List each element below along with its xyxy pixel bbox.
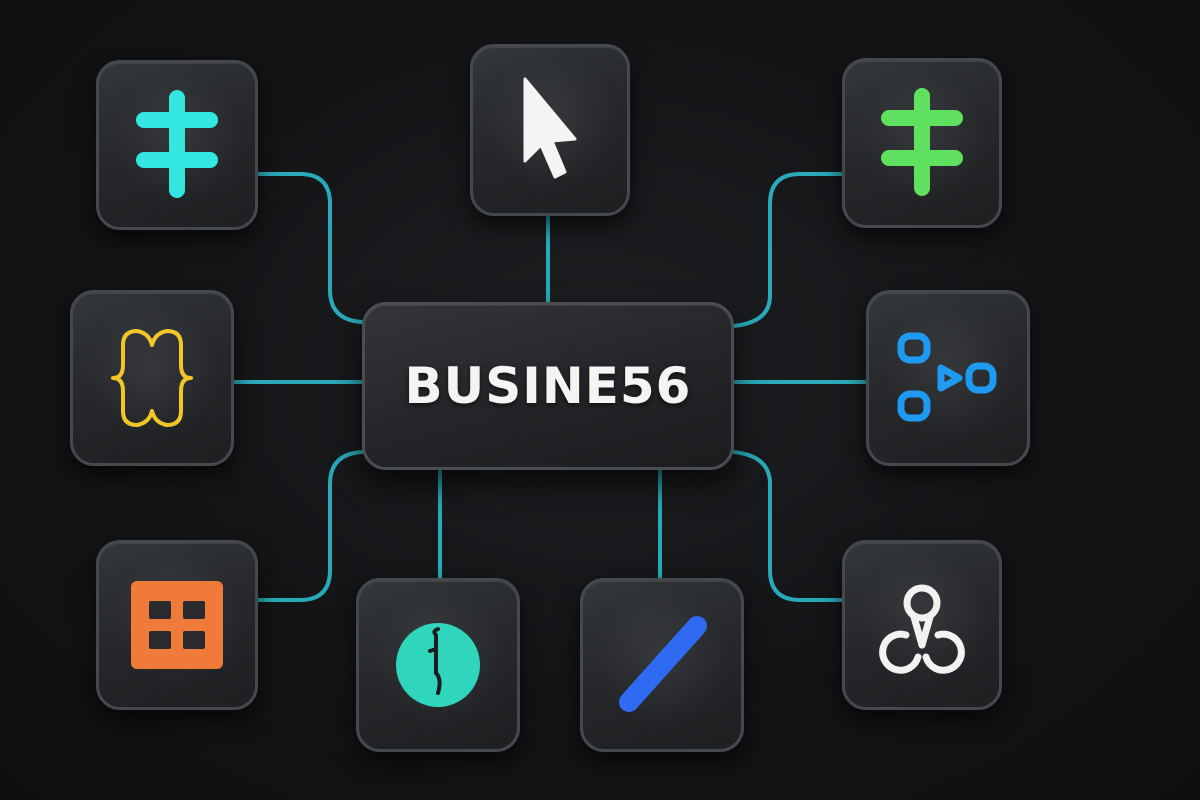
hub-title: BUSINE56: [404, 357, 692, 415]
cyan-split-icon: [136, 90, 218, 198]
cursor-arrow-icon: [523, 77, 577, 179]
connector-bot-left: [256, 450, 364, 602]
connector-top-right: [732, 172, 844, 328]
node-top-left[interactable]: [96, 60, 258, 230]
triple-link-icon: [879, 584, 965, 674]
node-mid-left[interactable]: [70, 290, 234, 466]
node-bot-left[interactable]: [96, 540, 258, 710]
node-top-center[interactable]: [470, 44, 630, 216]
share-nodes-icon: [897, 332, 997, 422]
connector-bot-right: [732, 450, 844, 602]
node-bot-right[interactable]: [842, 540, 1002, 710]
pencil-bar-icon: [619, 616, 707, 712]
grid-icon: [131, 581, 223, 669]
green-split-icon: [881, 88, 963, 196]
node-mid-right[interactable]: [866, 290, 1030, 466]
connector-top-left: [256, 172, 364, 324]
node-top-right[interactable]: [842, 58, 1002, 228]
node-bot-center-left[interactable]: [356, 578, 520, 752]
hub-node[interactable]: BUSINE56: [362, 302, 734, 470]
curly-braces-icon: [111, 329, 193, 427]
clock-icon: [396, 623, 480, 707]
node-bot-center-right[interactable]: [580, 578, 744, 752]
